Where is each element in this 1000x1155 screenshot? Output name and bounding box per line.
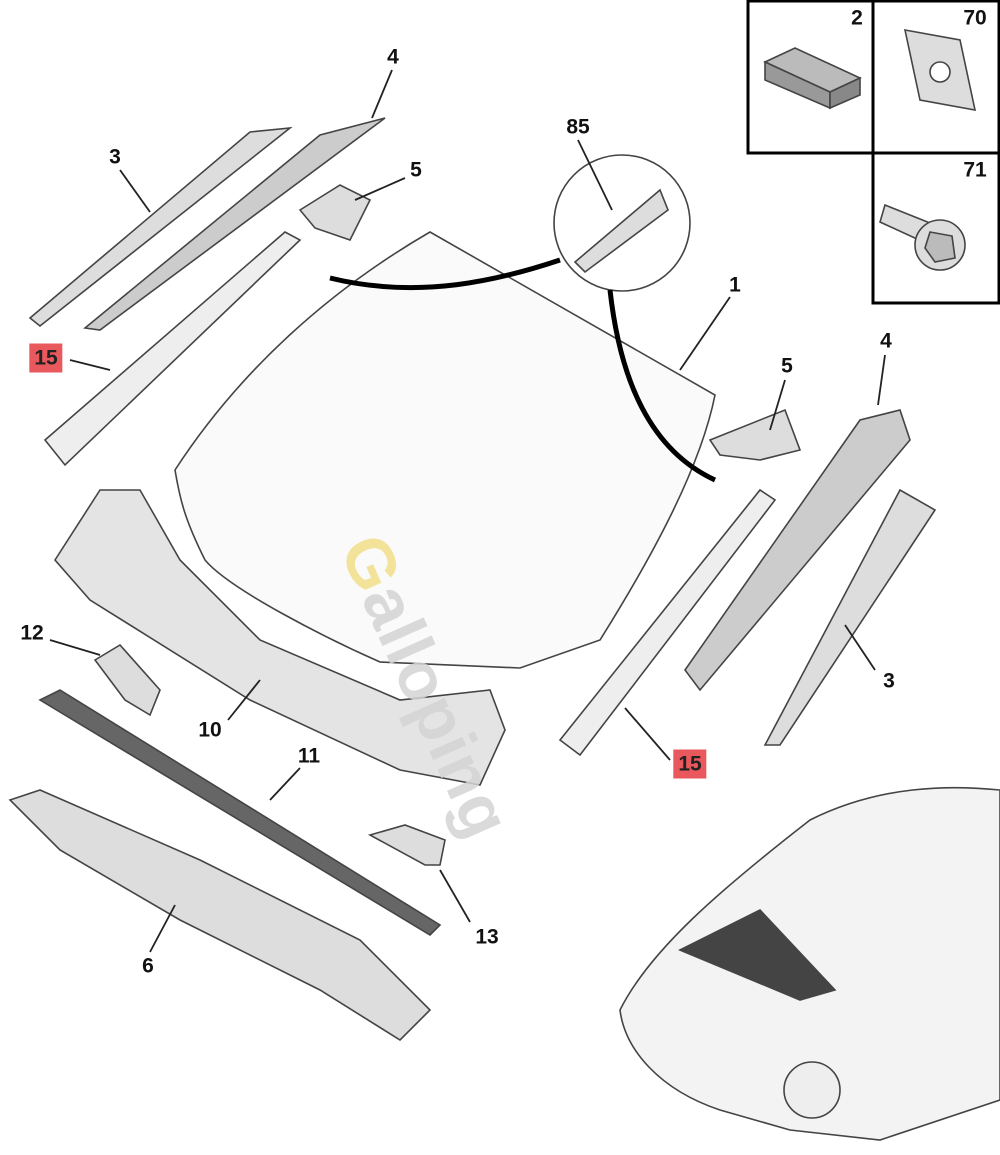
callout-4-left[interactable]: 4 <box>387 45 399 69</box>
callout-12[interactable]: 12 <box>20 621 44 645</box>
moulding-15-right <box>558 488 777 757</box>
callout-6[interactable]: 6 <box>142 954 154 978</box>
inset-box-71 <box>871 151 1000 305</box>
callout-15-left-highlighted[interactable]: 15 <box>29 343 63 373</box>
callout-1[interactable]: 1 <box>729 273 741 297</box>
callout-4-right[interactable]: 4 <box>880 329 892 353</box>
bulkhead-cross-member <box>8 789 432 1042</box>
windscreen <box>174 231 716 669</box>
callout-11[interactable]: 11 <box>297 744 321 768</box>
callout-71[interactable]: 71 <box>963 158 987 182</box>
callout-3-left[interactable]: 3 <box>109 145 121 169</box>
pillar-bracket-right <box>684 409 911 692</box>
callout-5-left[interactable]: 5 <box>410 158 422 182</box>
callout-15-right-highlighted[interactable]: 15 <box>673 749 707 779</box>
pillar-bracket-left <box>83 117 386 331</box>
callout-3-right[interactable]: 3 <box>883 669 895 693</box>
foam-block-icon <box>763 47 862 110</box>
callout-5-right[interactable]: 5 <box>781 354 793 378</box>
moulding-15-left <box>43 231 302 467</box>
pillar-trim-right <box>763 488 937 746</box>
bracket-5-right <box>708 408 802 461</box>
pillar-trim-left <box>28 126 293 328</box>
callout-10[interactable]: 10 <box>198 718 222 742</box>
callout-2[interactable]: 2 <box>851 6 863 30</box>
callout-70[interactable]: 70 <box>963 6 987 30</box>
callout-13[interactable]: 13 <box>475 925 499 949</box>
scuttle-panel <box>54 489 506 786</box>
clip-nut-icon <box>903 28 977 112</box>
bracket-5-left <box>298 184 372 241</box>
flange-bolt-icon <box>879 203 966 271</box>
cross-member <box>38 689 442 937</box>
callout-85[interactable]: 85 <box>566 115 590 139</box>
